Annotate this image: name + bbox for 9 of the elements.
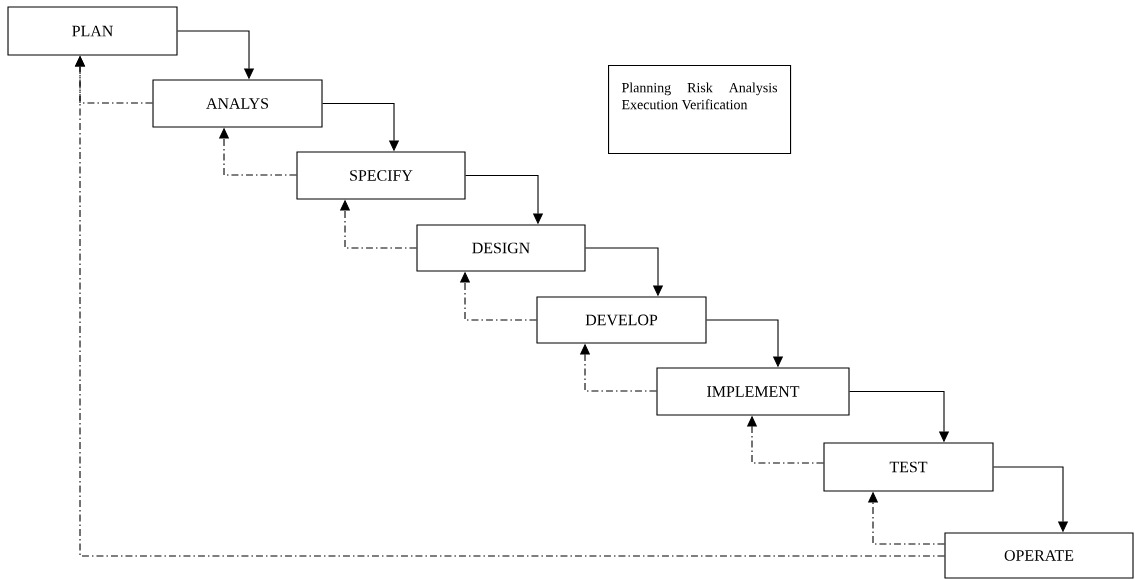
- process-box: IMPLEMENT: [656, 367, 850, 416]
- process-box: PLAN: [7, 6, 178, 56]
- process-box: OPERATE: [944, 532, 1134, 579]
- process-box: DEVELOP: [536, 296, 707, 344]
- process-box: DESIGN: [416, 224, 586, 272]
- process-box: ANALYS: [152, 79, 323, 128]
- note-box: Planning Risk Analysis Execution Verification: [608, 65, 792, 155]
- process-box: TEST: [823, 442, 994, 492]
- process-box: SPECIFY: [296, 151, 466, 200]
